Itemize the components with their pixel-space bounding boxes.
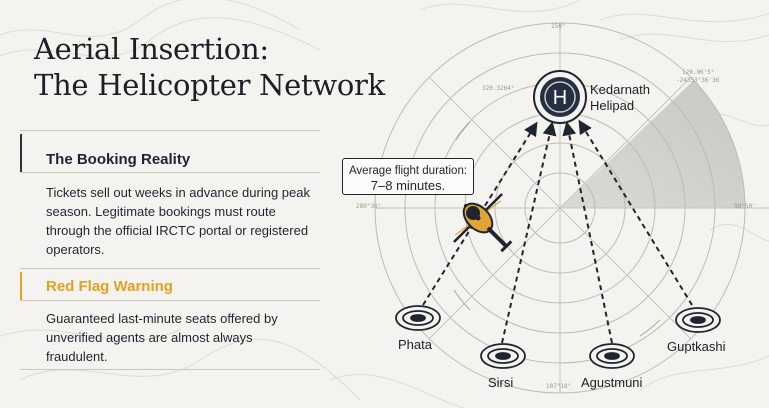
divider	[20, 300, 320, 301]
readout-bottom: 107°18°	[546, 383, 571, 390]
flight-paths	[422, 119, 693, 344]
callout-label: Average flight duration:	[348, 165, 468, 177]
helipad-icon: H	[533, 70, 587, 124]
divider	[20, 268, 320, 269]
destination-label: Kedarnath Helipad	[590, 82, 650, 114]
section-marker	[20, 134, 22, 172]
landing-pad-icon	[395, 305, 721, 369]
origin-guptkashi-label: Guptkashi	[667, 339, 726, 354]
divider	[20, 172, 320, 173]
booking-body: Tickets sell out weeks in advance during…	[46, 185, 310, 257]
warning-marker	[20, 272, 22, 300]
radar-sweep	[560, 80, 746, 208]
readout-top: 150°	[551, 23, 565, 30]
page-title-line2: The Helicopter Network	[34, 68, 385, 102]
path-agustmuni	[562, 121, 613, 344]
readout-nw: 320.3264°	[482, 85, 515, 92]
destination-line1: Kedarnath	[590, 82, 650, 97]
warning-body: Guaranteed last-minute seats offered by …	[46, 311, 278, 364]
readout-west: 280°30'	[356, 203, 381, 210]
svg-text:H: H	[553, 87, 567, 109]
readout-ne2: -24353°36'36	[676, 77, 720, 84]
origin-phata-label: Phata	[398, 337, 432, 352]
page-title: Aerial Insertion: The Helicopter Network	[34, 31, 414, 103]
origin-agustmuni-label: Agustmuni	[581, 375, 643, 390]
radar-crosshair	[375, 23, 769, 393]
origin-sirsi-label: Sirsi	[488, 375, 514, 390]
callout-value: 7–8 minutes.	[370, 178, 446, 193]
path-sirsi	[501, 121, 557, 344]
readout-east: 90°50'	[734, 203, 756, 210]
warning-heading: Red Flag Warning	[46, 278, 173, 295]
booking-heading: The Booking Reality	[46, 151, 191, 168]
divider	[20, 130, 320, 131]
divider	[20, 369, 320, 370]
helicopter-icon	[453, 193, 513, 253]
flight-duration-callout: Average flight duration: 7–8 minutes.	[342, 158, 474, 195]
destination-line2: Helipad	[590, 98, 635, 113]
readout-ne1: 120.96'5°	[682, 69, 715, 76]
page-title-line1: Aerial Insertion:	[34, 32, 269, 66]
